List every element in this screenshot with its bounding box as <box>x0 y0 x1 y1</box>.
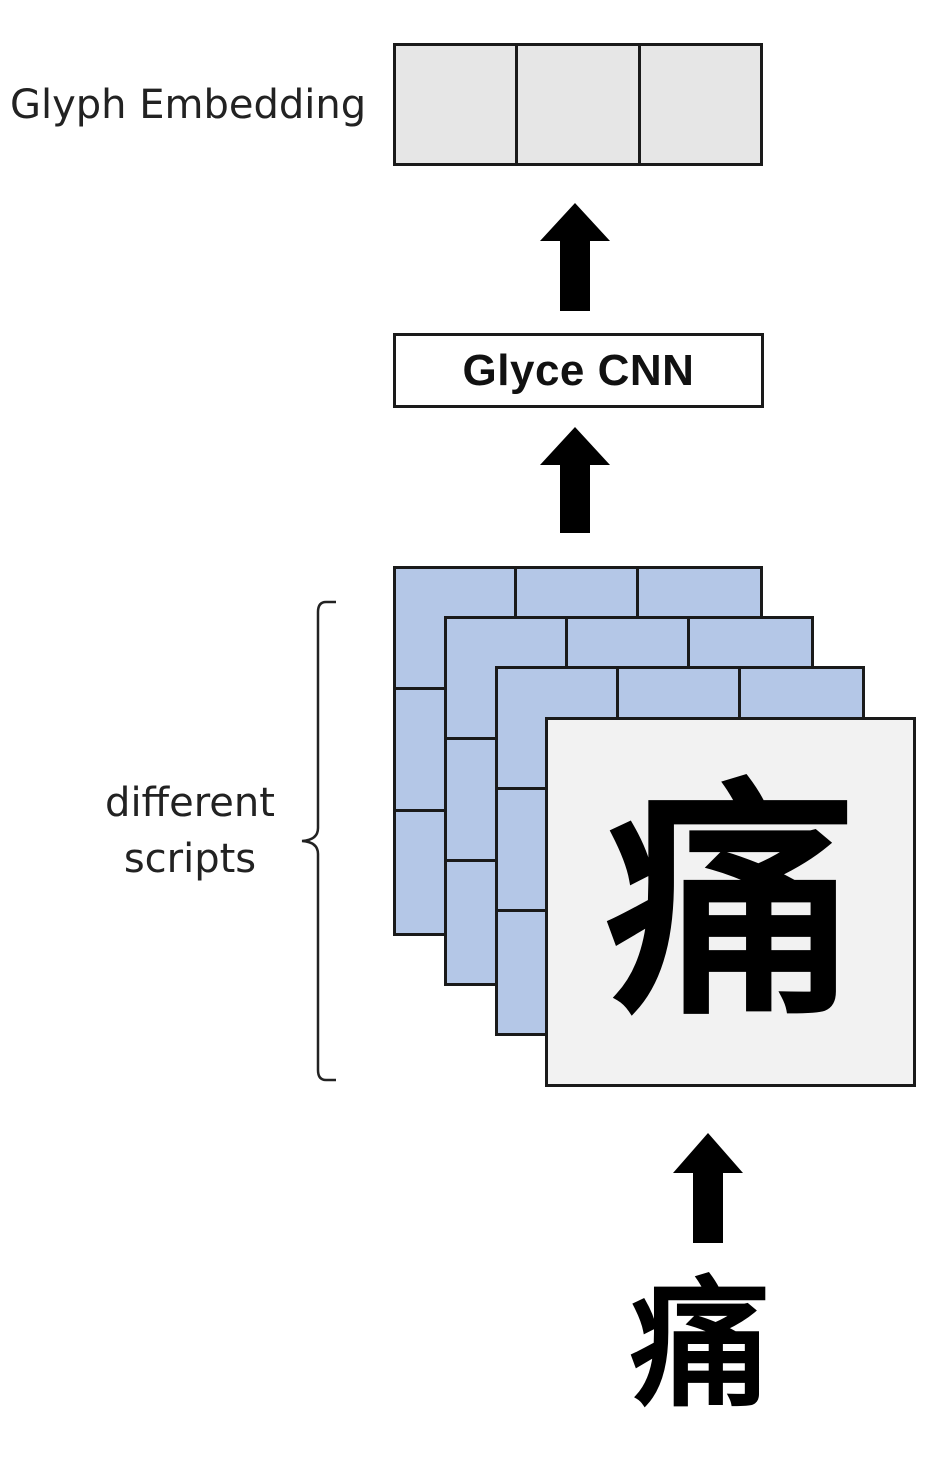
input-character: 痛 <box>629 1263 770 1427</box>
glyph-image-layer: 痛 <box>545 717 916 1087</box>
arrow-up-icon <box>673 1133 743 1243</box>
arrow-up-icon <box>540 203 610 311</box>
scripts-label-line: different <box>105 780 275 826</box>
arrow-up-icon <box>540 427 610 533</box>
embedding-cell <box>396 46 519 163</box>
glyce-cnn-label: Glyce CNN <box>462 345 695 395</box>
glyce-cnn-box: Glyce CNN <box>393 333 764 408</box>
embedding-cell <box>518 46 641 163</box>
glyph-embedding-label: Glyph Embedding <box>10 82 367 128</box>
glyph-embedding-vector <box>393 43 763 166</box>
different-scripts-label: different scripts <box>100 775 280 887</box>
curly-brace-icon <box>301 600 336 1082</box>
embedding-cell <box>641 46 760 163</box>
scripts-label-line: scripts <box>123 836 257 882</box>
glyph-character-image: 痛 <box>605 755 856 1049</box>
